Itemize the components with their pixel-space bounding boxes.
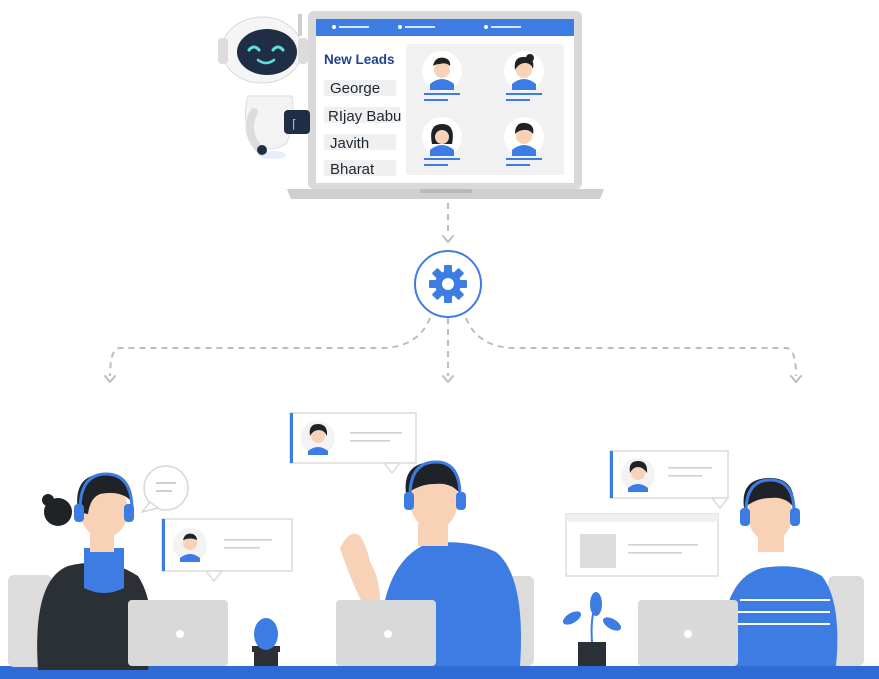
svg-text:⌈: ⌈ bbox=[292, 117, 297, 131]
laptop-base bbox=[287, 189, 604, 199]
agent-center bbox=[289, 412, 534, 666]
lead-avatar-card bbox=[422, 51, 462, 101]
flow-connectors bbox=[109, 203, 797, 377]
laptop-icon bbox=[638, 600, 738, 666]
laptop-icon bbox=[128, 600, 228, 666]
lead-item: George bbox=[330, 80, 380, 97]
screen-tab-bar bbox=[316, 19, 574, 36]
gear-icon bbox=[414, 250, 482, 318]
agent-left bbox=[8, 465, 293, 670]
headset-icon bbox=[404, 460, 466, 510]
new-leads-title: New Leads bbox=[324, 52, 395, 67]
chat-bubble-icon bbox=[140, 465, 189, 514]
robot-icon: ⌈ bbox=[218, 14, 310, 159]
lead-item: RIjay Babu bbox=[328, 108, 401, 125]
agent-right bbox=[565, 450, 864, 666]
lead-avatar-card bbox=[422, 117, 462, 166]
flow-arrowheads bbox=[104, 235, 802, 384]
top-laptop: New Leads George RIjay Babu Javith Bhara… bbox=[287, 11, 604, 199]
plant-icon bbox=[562, 592, 622, 666]
assigned-lead-card bbox=[161, 518, 293, 583]
laptop-icon bbox=[336, 600, 436, 666]
tab-bar-markers bbox=[332, 25, 521, 29]
assigned-lead-card bbox=[289, 412, 417, 475]
cactus-icon bbox=[252, 618, 280, 666]
headset-icon bbox=[74, 472, 134, 522]
desk-floor bbox=[0, 666, 879, 679]
headset-icon bbox=[740, 478, 800, 526]
assigned-lead-card bbox=[609, 450, 730, 510]
lead-list: George RIjay Babu Javith Bharat bbox=[324, 80, 401, 178]
lead-item: Javith bbox=[330, 135, 369, 152]
lead-avatar-card bbox=[504, 117, 544, 166]
lead-item: Bharat bbox=[330, 161, 375, 178]
lead-avatar-card bbox=[504, 51, 544, 101]
info-panel bbox=[565, 513, 719, 577]
